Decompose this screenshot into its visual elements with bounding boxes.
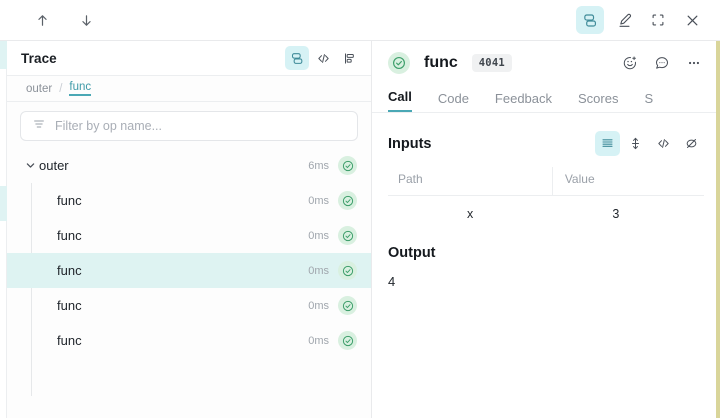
chevron-down-icon[interactable] bbox=[21, 160, 39, 171]
right-edge-border bbox=[716, 41, 720, 418]
arrow-up-icon[interactable] bbox=[28, 6, 56, 34]
tree-row-label: func bbox=[57, 298, 82, 313]
table-row[interactable]: x 3 bbox=[388, 196, 704, 221]
comment-bubble-icon[interactable] bbox=[648, 49, 676, 77]
column-header-value: Value bbox=[551, 167, 704, 196]
expand-fullscreen-icon[interactable] bbox=[644, 6, 672, 34]
filter-input[interactable]: Filter by op name... bbox=[20, 111, 358, 141]
tree-row-duration: 0ms bbox=[308, 299, 329, 312]
filter-container: Filter by op name... bbox=[7, 102, 371, 148]
status-success-icon bbox=[338, 261, 357, 280]
tree-row-duration: 6ms bbox=[308, 159, 329, 172]
cell-value: 3 bbox=[612, 207, 620, 221]
tree-row-func-4[interactable]: func 0ms bbox=[7, 288, 371, 323]
tree-row-label: func bbox=[57, 263, 82, 278]
trace-panel-header: Trace bbox=[7, 41, 371, 76]
tree-row-outer[interactable]: outer 6ms bbox=[7, 148, 371, 183]
tree-row-func-2[interactable]: func 0ms bbox=[7, 218, 371, 253]
hide-eye-icon[interactable] bbox=[679, 131, 704, 156]
status-success-icon bbox=[338, 156, 357, 175]
filter-placeholder: Filter by op name... bbox=[55, 119, 162, 133]
top-toolbar bbox=[0, 0, 720, 41]
tree-row-duration: 0ms bbox=[308, 264, 329, 277]
toolbar-nav-group bbox=[0, 6, 100, 34]
rail-selection-indicator-row bbox=[0, 186, 7, 221]
inputs-table-head: Path Value bbox=[388, 167, 704, 196]
breadcrumb: outer / func bbox=[7, 76, 371, 102]
status-success-icon bbox=[338, 331, 357, 350]
tree-row-label: func bbox=[57, 228, 82, 243]
trace-view-toggle-group bbox=[285, 46, 361, 70]
column-header-path: Path bbox=[388, 167, 553, 196]
call-detail-header: func 4041 bbox=[372, 41, 720, 84]
cell-path: x bbox=[467, 207, 474, 221]
tree-row-func-5[interactable]: func 0ms bbox=[7, 323, 371, 358]
toolbar-actions-group bbox=[576, 6, 720, 34]
tab-feedback[interactable]: Feedback bbox=[494, 91, 553, 106]
trace-panel: Trace bbox=[7, 41, 372, 418]
output-section: Output 4 bbox=[372, 221, 720, 289]
detail-tabs: Call Code Feedback Scores S bbox=[372, 84, 720, 113]
stack-layers-icon[interactable] bbox=[576, 6, 604, 34]
tree-row-duration: 0ms bbox=[308, 194, 329, 207]
inputs-section: Inputs bbox=[372, 113, 720, 221]
tab-scores[interactable]: Scores bbox=[578, 91, 619, 106]
inputs-title: Inputs bbox=[388, 135, 432, 152]
filter-lines-icon bbox=[32, 117, 46, 136]
table-header-row: Path Value bbox=[388, 167, 704, 196]
trace-title: Trace bbox=[21, 50, 57, 66]
tab-code[interactable]: Code bbox=[437, 91, 469, 106]
close-x-icon[interactable] bbox=[678, 6, 706, 34]
code-icon[interactable] bbox=[651, 131, 676, 156]
main-body: Trace bbox=[0, 41, 720, 418]
tree-row-duration: 0ms bbox=[308, 229, 329, 242]
status-success-icon bbox=[388, 51, 410, 74]
output-value: 4 bbox=[388, 274, 396, 289]
add-reaction-icon[interactable] bbox=[616, 49, 644, 77]
tree-row-label: func bbox=[57, 193, 82, 208]
output-title: Output bbox=[388, 245, 436, 261]
pencil-highlighter-icon[interactable] bbox=[610, 6, 638, 34]
rail-selection-indicator-top bbox=[0, 41, 7, 69]
expand-rows-icon[interactable] bbox=[623, 131, 648, 156]
overflow-menu-icon[interactable] bbox=[680, 49, 708, 77]
inputs-table: Path Value x 3 bbox=[388, 167, 704, 221]
trace-tree: outer 6ms func 0ms func 0ms bbox=[7, 148, 371, 418]
tree-row-duration: 0ms bbox=[308, 334, 329, 347]
arrow-down-icon[interactable] bbox=[72, 6, 100, 34]
tree-row-func-1[interactable]: func 0ms bbox=[7, 183, 371, 218]
left-rail-strip bbox=[0, 41, 7, 418]
status-success-icon bbox=[338, 226, 357, 245]
inputs-section-header: Inputs bbox=[388, 131, 704, 156]
tab-summary-truncated[interactable]: S bbox=[644, 91, 654, 106]
page-title: func bbox=[424, 53, 458, 71]
flame-chart-icon[interactable] bbox=[337, 46, 361, 70]
list-view-icon[interactable] bbox=[595, 131, 620, 156]
tree-row-func-3-selected[interactable]: func 0ms bbox=[7, 253, 371, 288]
code-icon[interactable] bbox=[311, 46, 335, 70]
status-success-icon bbox=[338, 191, 357, 210]
stack-layers-icon[interactable] bbox=[285, 46, 309, 70]
breadcrumb-item-root[interactable]: outer bbox=[26, 82, 53, 95]
tree-guide-line bbox=[31, 183, 32, 396]
call-actions-group bbox=[616, 49, 708, 77]
tab-call[interactable]: Call bbox=[388, 89, 412, 112]
breadcrumb-item-current[interactable]: func bbox=[69, 81, 92, 96]
inputs-table-body: x 3 bbox=[388, 196, 704, 221]
inputs-view-toggle-group bbox=[595, 131, 704, 156]
breadcrumb-separator: / bbox=[59, 82, 63, 95]
tree-row-label: func bbox=[57, 333, 82, 348]
call-detail-panel: func 4041 bbox=[372, 41, 720, 418]
status-success-icon bbox=[338, 296, 357, 315]
tree-row-label: outer bbox=[39, 158, 69, 173]
call-id-badge[interactable]: 4041 bbox=[471, 53, 512, 72]
